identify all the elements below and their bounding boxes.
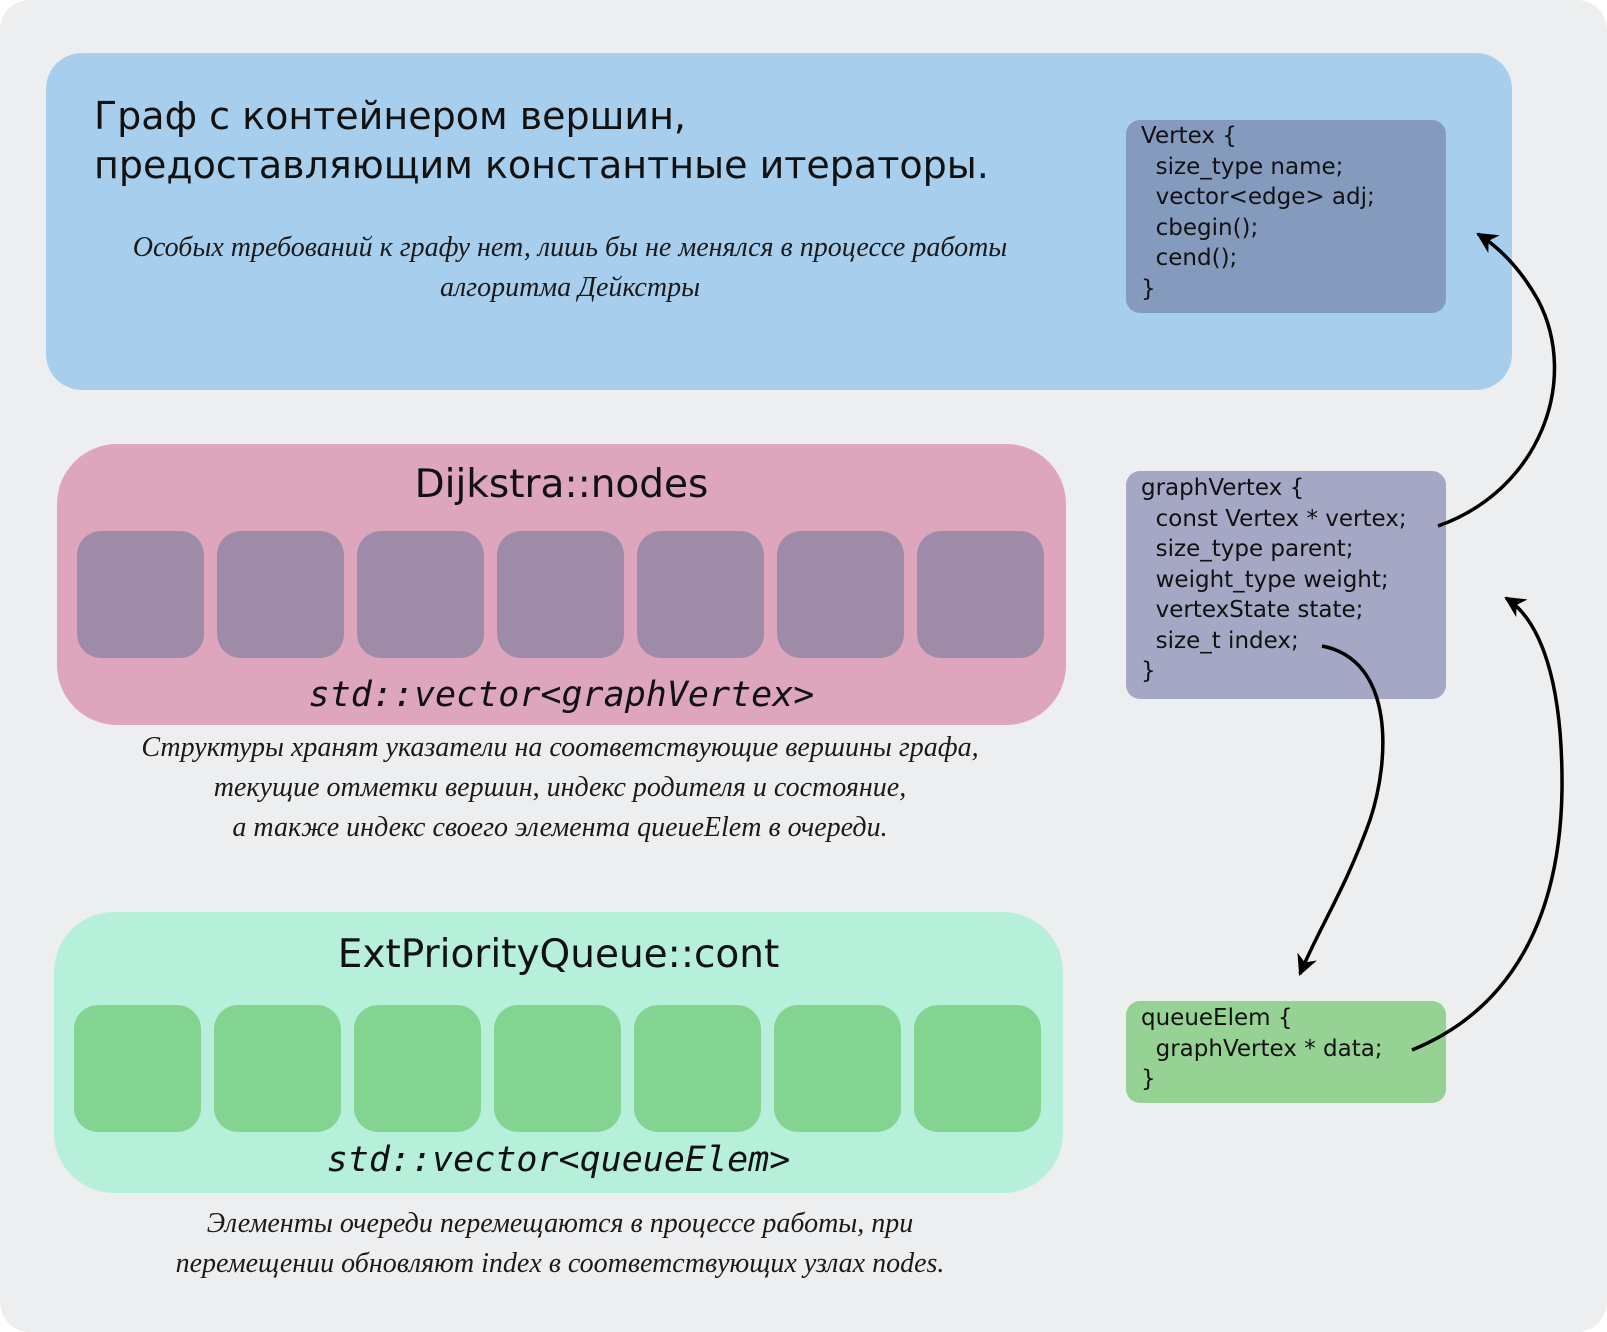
queue-cell [354, 1005, 481, 1132]
queue-cell [914, 1005, 1041, 1132]
queue-panel: ExtPriorityQueue::cont std::vector<queue… [54, 912, 1063, 1193]
nodes-cell [357, 531, 484, 658]
nodes-panel: Dijkstra::nodes std::vector<graphVertex> [57, 444, 1066, 725]
nodes-cell [917, 531, 1044, 658]
nodes-cell [217, 531, 344, 658]
queue-cell [774, 1005, 901, 1132]
queue-elem-struct-box: queueElem { graphVertex * data; } [1126, 1001, 1446, 1103]
queue-type-label: std::vector<queueElem> [326, 1140, 791, 1180]
nodes-type-label: std::vector<graphVertex> [308, 675, 815, 715]
graph-title: Граф с контейнером вершин, предоставляющ… [94, 94, 989, 187]
queue-cell [214, 1005, 341, 1132]
nodes-cell [637, 531, 764, 658]
queue-cell [74, 1005, 201, 1132]
nodes-title: Dijkstra::nodes [414, 462, 709, 507]
nodes-note: Структуры хранят указатели на соответств… [141, 732, 979, 843]
queue-title: ExtPriorityQueue::cont [337, 932, 780, 977]
queue-note: Элементы очереди перемещаются в процессе… [175, 1208, 945, 1279]
graph-note: Особых требований к графу нет, лишь бы н… [132, 232, 1008, 303]
queue-cell [494, 1005, 621, 1132]
vertex-struct-box: Vertex { size_type name; vector<edge> ad… [1126, 120, 1446, 313]
nodes-cell [497, 531, 624, 658]
nodes-cell [777, 531, 904, 658]
nodes-cell [77, 531, 204, 658]
queue-cell [634, 1005, 761, 1132]
graph-vertex-struct-box: graphVertex { const Vertex * vertex; siz… [1126, 471, 1446, 699]
